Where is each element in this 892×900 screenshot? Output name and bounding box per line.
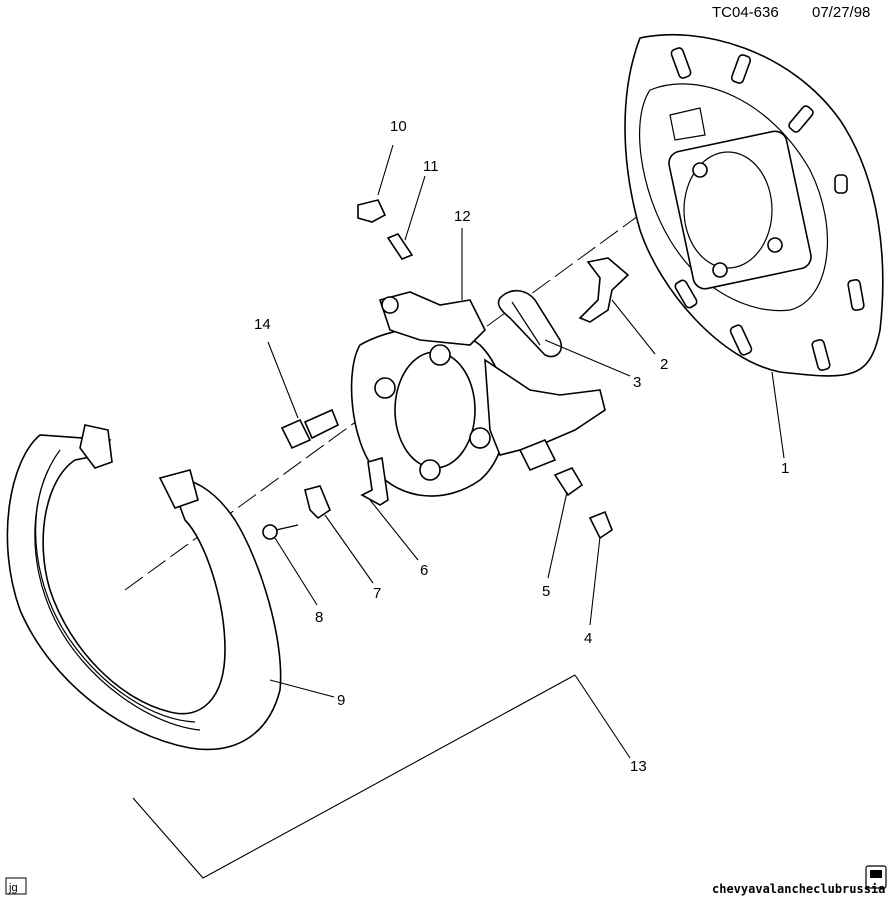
callout-10: 10: [390, 118, 407, 135]
backing-plate: [624, 33, 884, 377]
callout-6: 6: [420, 562, 428, 579]
bushing: [553, 466, 584, 497]
callout-9: 9: [337, 692, 345, 709]
lever: [578, 257, 630, 323]
callout-11: 11: [423, 158, 439, 175]
centerline: [124, 199, 661, 591]
assembly-bracket-line: [132, 674, 576, 879]
callout-7: 7: [373, 585, 381, 602]
leader-lines: [267, 144, 785, 759]
callout-12: 12: [454, 208, 471, 225]
watermark-text: chevyavalancheclubrussia: [712, 882, 885, 896]
cap: [357, 199, 387, 223]
callout-14: 14: [254, 316, 271, 333]
callout-4: 4: [584, 630, 592, 647]
actuator-housing: [350, 291, 606, 497]
callout-8: 8: [315, 609, 323, 626]
bolt: [280, 408, 340, 450]
callout-13: 13: [630, 758, 647, 775]
tag-box: [5, 877, 27, 895]
callout-3: 3: [633, 374, 641, 391]
diagram-code: TC04-636: [712, 4, 779, 21]
pin: [386, 233, 414, 260]
screw: [262, 524, 299, 540]
nut: [588, 510, 613, 540]
clip: [360, 456, 389, 506]
diagram-date: 07/27/98: [812, 4, 870, 21]
callout-5: 5: [542, 583, 550, 600]
brake-shoe: [6, 424, 282, 751]
tag-text: jg: [8, 882, 18, 894]
seal: [497, 289, 563, 358]
gm-logo-icon: [865, 865, 887, 889]
callout-1: 1: [781, 460, 789, 477]
callout-2: 2: [660, 356, 668, 373]
bracket: [304, 485, 331, 520]
